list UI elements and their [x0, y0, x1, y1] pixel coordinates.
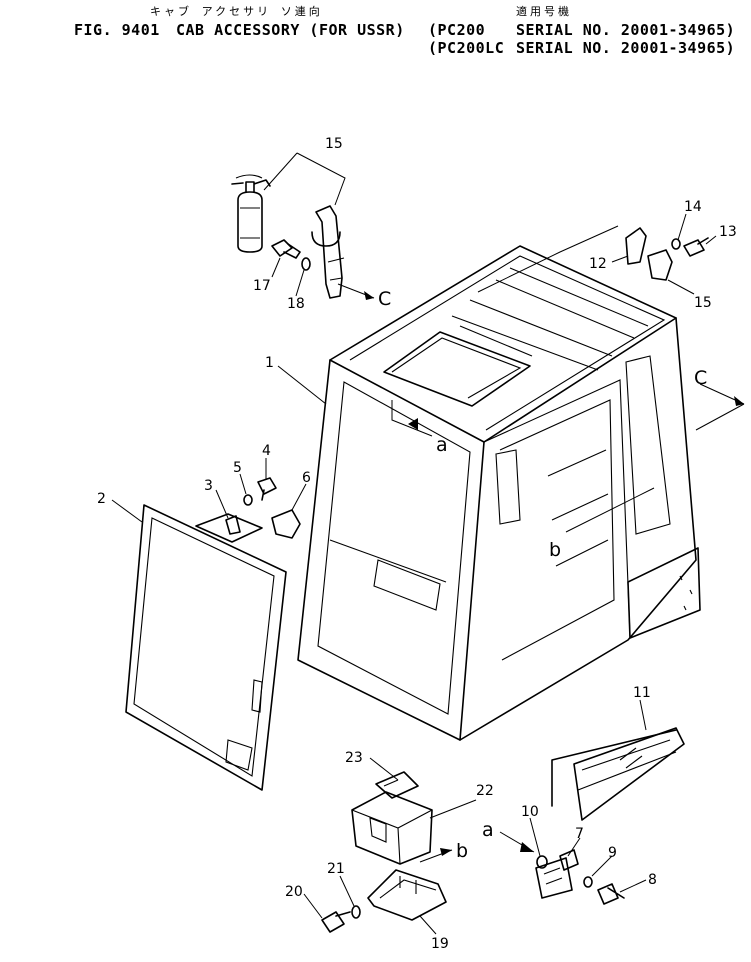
callout-7: 7 [575, 826, 584, 842]
callout-12: 12 [589, 256, 607, 272]
callout-14: 14 [684, 199, 702, 215]
fire-extinguisher-drawing [231, 174, 271, 253]
bolt-4-drawing [257, 477, 277, 501]
washer-5-drawing [243, 494, 253, 506]
washer-21-drawing [351, 905, 361, 919]
bolt-13-drawing [683, 237, 709, 257]
extinguisher-bracket-drawing [311, 205, 345, 299]
callout-22: 22 [476, 783, 494, 799]
callout-17: 17 [253, 278, 271, 294]
model-pc200: (PC200 [428, 21, 486, 39]
washer-14-drawing [671, 238, 681, 250]
serial-range-pc200: SERIAL NO. 20001-34965) [516, 21, 736, 39]
model-pc200lc: (PC200LC [428, 39, 505, 57]
view-marker-b-tank: b [456, 840, 468, 862]
washer-18-drawing [301, 257, 311, 271]
catch-6-drawing [271, 509, 301, 539]
bracket-12-drawing [625, 227, 647, 265]
callout-11: 11 [633, 685, 651, 701]
callout-8: 8 [648, 872, 657, 888]
bracket-15-drawing [647, 249, 673, 281]
leader-1 [277, 365, 327, 405]
washer-9-drawing [583, 876, 593, 888]
callout-2: 2 [97, 491, 106, 507]
callout-3: 3 [204, 478, 213, 494]
view-marker-a-cab: a [436, 434, 448, 456]
figure-number: FIG. 9401 [74, 21, 160, 39]
callout-6: 6 [302, 470, 311, 486]
cab-body-drawing [297, 245, 701, 741]
callout-18: 18 [287, 296, 305, 312]
bolt-20-drawing [321, 911, 351, 933]
bracket-19-drawing [367, 869, 447, 921]
header-japanese-serial-label: 適用号機 [516, 5, 572, 18]
sun-visor-drawing [551, 727, 685, 821]
leader-16 [296, 152, 346, 206]
bolt-17-drawing [271, 239, 301, 259]
callout-23: 23 [345, 750, 363, 766]
callout-1: 1 [265, 355, 274, 371]
callout-5: 5 [233, 460, 242, 476]
callout-19: 19 [431, 936, 449, 952]
callout-21: 21 [327, 861, 345, 877]
callout-15: 15 [694, 295, 712, 311]
view-marker-c-left: C [378, 288, 391, 310]
view-marker-b-cab: b [549, 539, 561, 561]
cap-23-drawing [375, 771, 419, 799]
callout-9: 9 [608, 845, 617, 861]
callout-16: 15 [325, 136, 343, 152]
callout-20: 20 [285, 884, 303, 900]
view-marker-c-right: C [694, 367, 707, 389]
hinge-7-drawing [535, 857, 573, 899]
figure-title: CAB ACCESSORY (FOR USSR) [176, 21, 405, 39]
callout-10: 10 [521, 804, 539, 820]
header-japanese-title: キャブ アクセサリ ソ連向 [150, 5, 323, 18]
view-marker-a-hinge: a [482, 819, 494, 841]
callout-13: 13 [719, 224, 737, 240]
callout-4: 4 [262, 443, 271, 459]
tank-22-drawing [351, 791, 433, 865]
bolt-8-drawing [597, 883, 625, 905]
stay-3-drawing [195, 513, 263, 543]
washer-10-drawing [536, 855, 548, 869]
serial-range-pc200lc: SERIAL NO. 20001-34965) [516, 39, 736, 57]
window-frame-drawing [125, 504, 287, 791]
